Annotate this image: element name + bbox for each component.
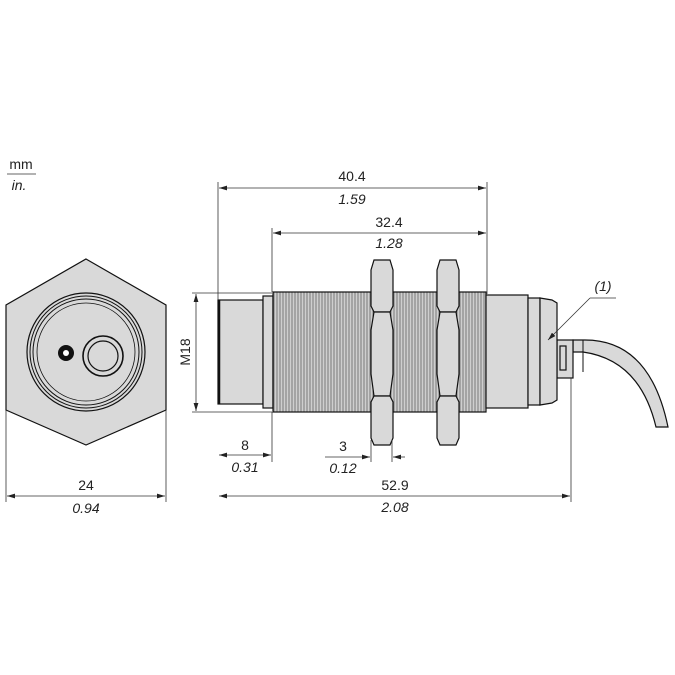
svg-text:24: 24 [78,477,94,493]
dim-thread-length: 32.4 1.28 [271,214,486,292]
front-cap [217,299,264,405]
unit-mm: mm [9,156,32,172]
svg-text:2.08: 2.08 [380,499,408,515]
lock-nut [370,259,394,446]
svg-text:0.12: 0.12 [329,460,356,476]
callout-1: (1) [547,278,616,341]
rear-housing [485,294,529,409]
svg-text:(1): (1) [594,278,611,294]
cable [572,339,669,428]
dim-thread-m18: M18 [177,292,272,413]
dim-hex-width: 24 0.94 [5,410,167,516]
dim-length-to-rear: 40.4 1.59 [217,168,488,300]
dim-nut-thickness: 3 0.12 [325,438,405,476]
svg-text:1.28: 1.28 [375,235,402,251]
svg-text:3: 3 [339,438,347,454]
svg-text:52.9: 52.9 [381,477,408,493]
side-view [217,259,669,446]
front-view [5,258,167,446]
dim-overall-length: 52.9 2.08 [219,378,572,515]
lens [82,335,124,377]
units-legend: mm in. [7,156,36,193]
unit-in: in. [12,177,27,193]
lock-nut [436,259,460,446]
svg-text:40.4: 40.4 [338,168,365,184]
svg-text:0.31: 0.31 [231,459,258,475]
svg-text:32.4: 32.4 [375,214,402,230]
svg-text:8: 8 [241,437,249,453]
svg-text:1.59: 1.59 [338,191,365,207]
dim-front-cap: 8 0.31 [219,412,273,475]
svg-text:M18: M18 [177,338,193,365]
svg-text:0.94: 0.94 [72,500,99,516]
